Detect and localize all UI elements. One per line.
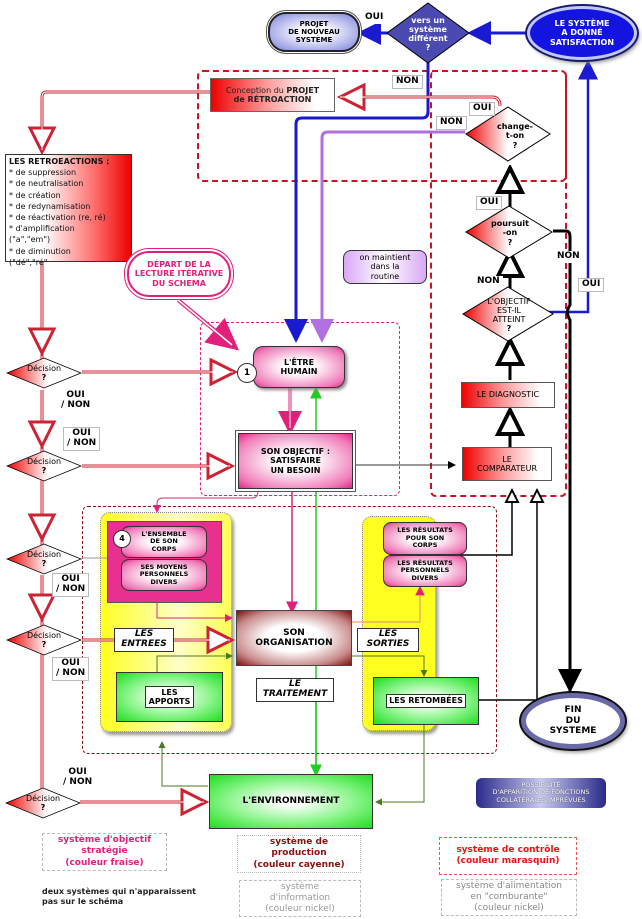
retroactions-title: LES RETROEACTIONS :	[9, 157, 110, 166]
connector-retombees-to-environnement	[375, 718, 425, 806]
le-comparateur: LE COMPARATEUR	[462, 447, 552, 481]
decision-5: Décision?	[4, 787, 82, 819]
oui-non-label-1: OUI/ NON	[58, 390, 94, 412]
retroaction-item: ("dé","ré"	[9, 257, 48, 267]
retroaction-item: ("a","em")	[9, 235, 51, 245]
moyens-personnels: SES MOYENS PERSONNELS DIVERS	[121, 559, 207, 591]
decision-1: Décision?	[5, 357, 83, 389]
legend-controle: système de contrôle (couleur marasquin)	[439, 837, 577, 875]
diamond-shape	[386, 2, 470, 64]
connector-conception-to-list	[42, 90, 210, 152]
oui-non-label-3: OUI/ NON	[52, 573, 90, 597]
legend-information: système d'information (couleur nickel)	[239, 880, 361, 917]
retroactions-list: LES RETROEACTIONS : * de suppression * d…	[5, 154, 132, 267]
oui-label-poursuit: OUI	[476, 196, 503, 210]
legend-alimentation: système d'alimentation en "comburante" (…	[441, 879, 577, 916]
non-label-change: NON	[436, 116, 467, 130]
non-label-poursuit: NON	[474, 276, 503, 288]
les-sorties-label: LES SORTIES	[357, 628, 419, 652]
retroaction-item: * de réactivation (re, ré)	[9, 213, 106, 223]
projet-nouveau-systeme: PROJET DE NOUVEAU SYSTÈME	[268, 12, 360, 52]
objectif-atteint-decision: L'OBJECTIF EST-IL ATTEINT ?	[462, 286, 554, 342]
le-traitement-label: LE TRAITEMENT	[256, 678, 334, 702]
connector-vers-non-to-etre	[284, 55, 430, 343]
les-apports: LES APPORTS	[116, 672, 223, 722]
legend-production: système de production (couleur cayenne)	[237, 835, 361, 873]
possibilite-fonctions-collaterales: POSSIBILITÉ D'APPARITION DE FONCTIONS CO…	[476, 778, 606, 808]
retroaction-item: * de neutralisation	[9, 179, 84, 189]
etre-number-badge: 1	[237, 363, 257, 383]
oui-label-right: OUI	[578, 278, 605, 292]
connector-ensemble-to-organisation	[156, 600, 233, 622]
resultats-corps: LES RÉSULTATS POUR SON CORPS	[383, 522, 467, 555]
depart-lecture-bubble: DÉPART DE LA LECTURE ITÉRATIVE DU SCHEMA	[127, 251, 231, 297]
resultats-divers: LES RÉSULTATS PERSONNELS DIVERS	[383, 555, 467, 587]
change-on-decision: change- t-on ?	[465, 106, 551, 162]
retroaction-item: * de diminution	[9, 246, 71, 256]
connector-poursuit-non-to-fin	[553, 229, 582, 693]
son-organisation: SON ORGANISATION	[236, 610, 352, 666]
ensemble-number-badge: 4	[113, 530, 131, 548]
decision-3: Décision?	[5, 543, 83, 575]
connector-apports-to-organisation	[156, 652, 233, 672]
legend-note: deux systèmes qui n'apparaissent pas sur…	[42, 887, 196, 907]
connector-environnement-to-entrees	[158, 741, 208, 787]
systeme-satisfaction: LE SYSTÈME A DONNÉ SATISFACTION	[527, 6, 637, 60]
retroaction-item: * de suppression	[9, 168, 77, 178]
environnement: L'ENVIRONNEMENT	[209, 774, 373, 829]
conception-projet-retroaction: Conception du PROJET de RÉTROACTION	[210, 78, 335, 112]
legend-objectif: système d'objectif stratégie (couleur fr…	[42, 833, 167, 871]
non-label-poursuit-right: NON	[554, 251, 583, 263]
connector-objectif-oui-to-satisfaction	[523, 59, 598, 314]
oui-non-label-5: OUI/ NON	[60, 767, 96, 789]
decision-2: Décision?	[5, 450, 83, 482]
oui-non-label-2: OUI/ NON	[63, 427, 101, 451]
retroaction-item: * de création	[9, 190, 61, 200]
oui-non-label-4: OUI/ NON	[52, 657, 90, 681]
vers-systeme-decision: vers un système différent ?	[386, 2, 470, 64]
retroaction-item: * de redynamisation	[9, 201, 91, 211]
decision-4: Décision?	[5, 624, 83, 656]
les-entrees-label: LES ENTREES	[114, 628, 174, 652]
fin-du-systeme: FIN DU SYSTEME	[521, 693, 625, 749]
retroaction-item: * d'amplification	[9, 224, 75, 234]
connector-change-non-routine	[310, 130, 465, 343]
son-objectif: SON OBJECTIF : SATISFAIRE UN BESOIN	[238, 433, 353, 489]
connector-organisation-to-retombees	[352, 655, 428, 677]
routine-box: on maintient dans la routine	[343, 250, 427, 284]
les-retombees: LES RETOMBÉES	[373, 677, 479, 725]
oui-label-change: OUI	[469, 102, 496, 116]
ensemble-corps: L'ENSEMBLE DE SON CORPS	[121, 526, 207, 558]
production-zone	[82, 506, 497, 754]
oui-label-top: OUI	[362, 12, 387, 24]
controle-zone	[430, 70, 567, 497]
connector-organisation-to-resultats	[352, 585, 425, 623]
non-label-top: NON	[392, 75, 423, 89]
etre-humain: L'ÊTRE HUMAIN	[253, 346, 345, 388]
poursuit-on-decision: poursuit -on ?	[465, 205, 553, 259]
le-diagnostic: LE DIAGNOSTIC	[461, 382, 555, 408]
